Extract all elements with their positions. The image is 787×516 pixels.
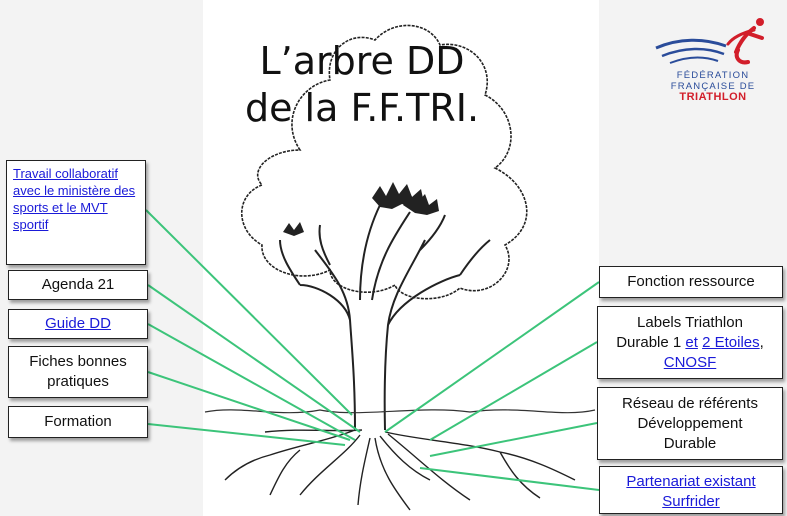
tree-foliage-dark [403, 194, 439, 215]
link-2-etoiles[interactable]: 2 Etoiles [702, 334, 760, 351]
box-partenariat-surfrider: Partenariat existant Surfrider [599, 466, 783, 514]
link-guide-dd[interactable]: Guide DD [45, 315, 111, 332]
label-labels-line-2: Durable 1 et 2 Etoiles, [598, 333, 782, 353]
logo-line-3: TRIATHLON [679, 91, 747, 103]
box-labels-triathlon: Labels Triathlon Durable 1 et 2 Etoiles,… [597, 306, 783, 379]
logo-text: FÉDÉRATION FRANÇAISE DE TRIATHLON [654, 70, 772, 103]
title-line-2: de la F.F.TRI. [244, 86, 480, 130]
label-durable-1: Durable 1 [616, 334, 686, 351]
link-et[interactable]: et [685, 334, 698, 351]
label-formation: Formation [44, 413, 112, 430]
box-fonction-ressource: Fonction ressource [599, 266, 783, 298]
label-agenda-21: Agenda 21 [41, 276, 115, 293]
tree-roots [224, 429, 576, 511]
tree-canopy [240, 24, 528, 300]
box-guide-dd: Guide DD [8, 309, 148, 339]
fftri-logo: FÉDÉRATION FRANÇAISE DE TRIATHLON [654, 16, 772, 120]
logo-line-1: FÉDÉRATION [676, 70, 750, 81]
label-reseau-line-3: Durable [663, 435, 717, 452]
tree-paper-background [203, 0, 599, 516]
label-labels-line-1: Labels Triathlon [637, 314, 743, 331]
link-cnosf[interactable]: CNOSF [663, 354, 717, 371]
link-partenariat-line-1[interactable]: Partenariat existant [626, 473, 756, 490]
connector-fonction [384, 281, 600, 433]
triathlete-logo-icon [655, 18, 764, 65]
box-reseau-referents: Réseau de référents Développement Durabl… [597, 387, 783, 460]
box-agenda-21: Agenda 21 [8, 270, 148, 300]
title-line-1: L’arbre DD [259, 39, 465, 83]
logo-line-2: FRANÇAISE DE [670, 81, 756, 92]
connector-fiches [147, 371, 351, 441]
label-fonction-ressource: Fonction ressource [627, 273, 755, 290]
connector-partenariat [419, 467, 600, 491]
link-partenariat-line-2[interactable]: Surfrider [662, 493, 720, 510]
tree-foliage-dark [283, 222, 304, 236]
tree-trunk [279, 204, 491, 431]
connector-reseau [429, 422, 598, 457]
label-labels-line-3: CNOSF [598, 353, 782, 373]
connector-formation [147, 423, 346, 446]
label-fiches-line-2: pratiques [47, 373, 109, 390]
label-fiches-line-1: Fiches bonnes [29, 353, 127, 370]
connector-labels [429, 341, 598, 441]
box-travail-collaboratif: Travail collaboratif avec le ministère d… [6, 160, 146, 265]
connector-travail [145, 209, 353, 416]
box-fiches-bonnes-pratiques: Fiches bonnes pratiques [8, 346, 148, 398]
link-travail-collaboratif[interactable]: Travail collaboratif avec le ministère d… [13, 166, 136, 232]
label-comma: , [759, 334, 764, 351]
connector-agenda [147, 284, 361, 433]
box-formation: Formation [8, 406, 148, 438]
label-reseau-line-1: Réseau de référents [622, 395, 758, 412]
label-reseau-line-2: Développement [637, 415, 743, 432]
page-title: L’arbre DD de la F.F.TRI. [232, 38, 492, 132]
connector-guide [147, 323, 356, 441]
